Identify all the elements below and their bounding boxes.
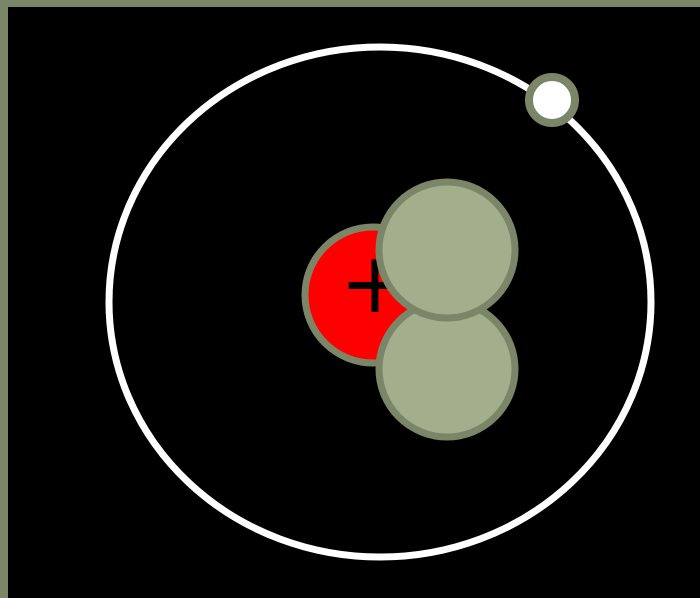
electron <box>529 77 575 123</box>
neutron-upper <box>379 182 515 318</box>
